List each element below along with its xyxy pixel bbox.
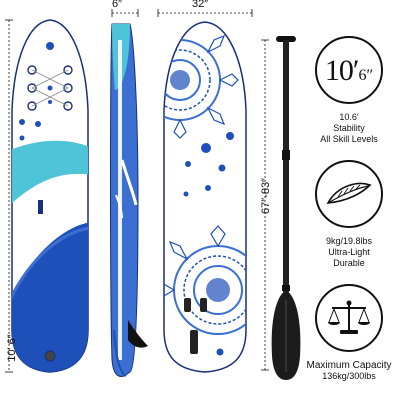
thickness-dimension-label: 6″ — [112, 0, 123, 10]
length-badge-icon: 10′ 6″ — [325, 53, 373, 88]
board-top-view — [11, 19, 89, 373]
paddle-dimension-line — [261, 39, 269, 371]
length-inches: 6″ — [358, 66, 374, 84]
balance-scale-icon — [328, 300, 370, 334]
board-mandala-view — [163, 21, 247, 373]
capacity-caption: Maximum Capacity 136kg/300lbs — [301, 360, 397, 382]
length-caption: 10.6′ Stability All Skill Levels — [301, 112, 397, 145]
length-badge: 10′ 6″ — [315, 36, 383, 104]
length-caption-line: All Skill Levels — [320, 134, 378, 144]
length-dimension-line — [5, 19, 13, 373]
weight-caption-line: Ultra-Light — [328, 247, 370, 257]
feather-icon — [326, 182, 372, 204]
weight-caption: 9kg/19.8lbs Ultra-Light Durable — [301, 236, 397, 269]
capacity-caption-value: 136kg/300lbs — [322, 371, 376, 381]
width-dimension-label: 32″ — [192, 0, 209, 10]
weight-badge — [315, 160, 383, 228]
thickness-dimension-line — [111, 9, 139, 17]
weight-caption-line: Durable — [333, 258, 365, 268]
length-dimension-label: 10′ 6″ — [6, 334, 18, 362]
board-side-view — [110, 23, 148, 377]
capacity-badge — [315, 284, 383, 352]
weight-caption-line: 9kg/19.8lbs — [325, 236, 373, 246]
length-feet: 10′ — [324, 53, 360, 87]
length-caption-line: 10.6′ — [339, 112, 359, 122]
paddle — [271, 36, 301, 380]
capacity-caption-title: Maximum Capacity — [306, 360, 392, 371]
length-caption-line: Stability — [333, 123, 365, 133]
width-dimension-line — [157, 9, 253, 17]
